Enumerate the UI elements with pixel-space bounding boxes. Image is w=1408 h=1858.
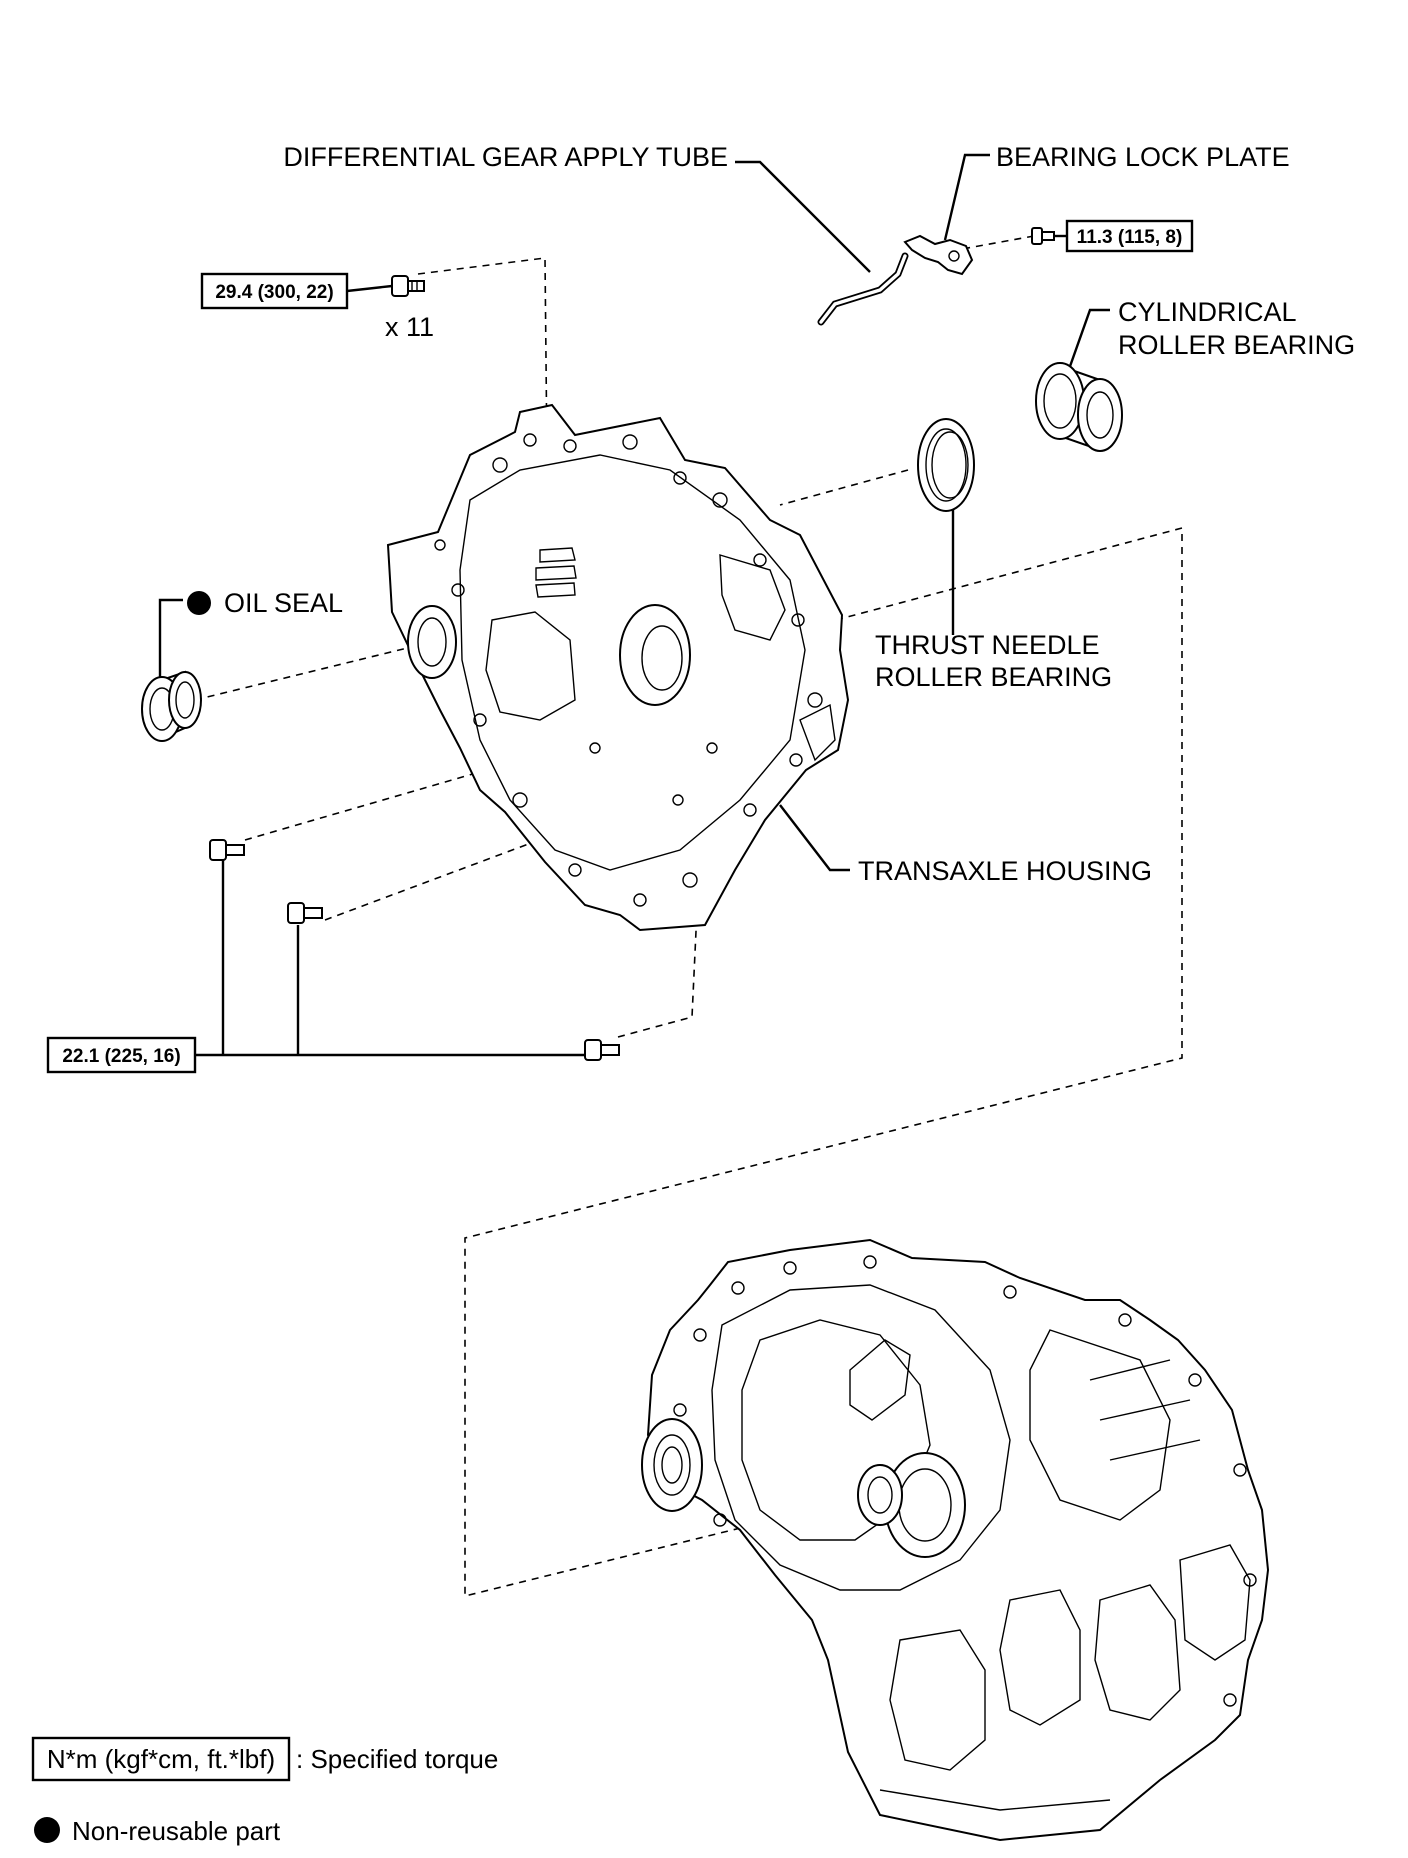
leader-lines [158,153,1110,1057]
torque-value: 11.3 (115, 8) [1077,227,1183,248]
oil-seal-label: OIL SEAL [224,588,343,618]
transaxle-assembly [641,1238,1270,1842]
torque-spec-lock-plate-bolt: 11.3 (115, 8) [1054,219,1194,253]
housing-bolt [391,275,425,297]
thrust-needle-roller-bearing-label-line1: THRUST NEEDLE [875,630,1100,660]
legend-torque-description: : Specified torque [296,1744,498,1774]
oil-seal [141,670,202,742]
legend-nonreusable-description: Non-reusable part [72,1816,281,1846]
torque-spec-lower-bolts: 22.1 (225, 16) [46,1036,197,1074]
thrust-needle-roller-bearing-label-line2: ROLLER BEARING [875,662,1112,692]
legend: N*m (kgf*cm, ft.*lbf) : Specified torque… [31,1736,498,1846]
housing-bolt-holes [434,433,823,907]
lower-bolt [209,839,245,861]
bolt-quantity: x 11 [385,312,434,342]
thrust-needle-roller-bearing [917,418,975,512]
cylindrical-roller-bearing-label-line2: ROLLER BEARING [1118,330,1355,360]
filled-circle-icon [34,1817,60,1843]
lower-bolt [584,1039,620,1061]
assembly-bolt-holes [673,1255,1257,1707]
bearing-lock-plate-label: BEARING LOCK PLATE [996,142,1290,172]
differential-gear-apply-tube-label: DIFFERENTIAL GEAR APPLY TUBE [283,142,728,172]
transaxle-housing [386,403,850,932]
torque-value: 22.1 (225, 16) [62,1046,180,1067]
filled-circle-icon [187,591,211,615]
cylindrical-roller-bearing-label-line1: CYLINDRICAL [1118,297,1297,327]
legend-torque-unit: N*m (kgf*cm, ft.*lbf) [47,1744,275,1774]
torque-value: 29.4 (300, 22) [215,282,333,303]
callout-labels: DIFFERENTIAL GEAR APPLY TUBE BEARING LOC… [224,142,1355,886]
cylindrical-roller-bearing [1035,362,1123,452]
lower-bolt [287,902,323,924]
bearing-lock-plate [903,234,974,276]
differential-gear-apply-tube [817,252,909,326]
transaxle-housing-label: TRANSAXLE HOUSING [858,856,1152,886]
lock-plate-bolt [1031,227,1055,245]
torque-spec-housing-bolts: 29.4 (300, 22) [200,272,393,310]
